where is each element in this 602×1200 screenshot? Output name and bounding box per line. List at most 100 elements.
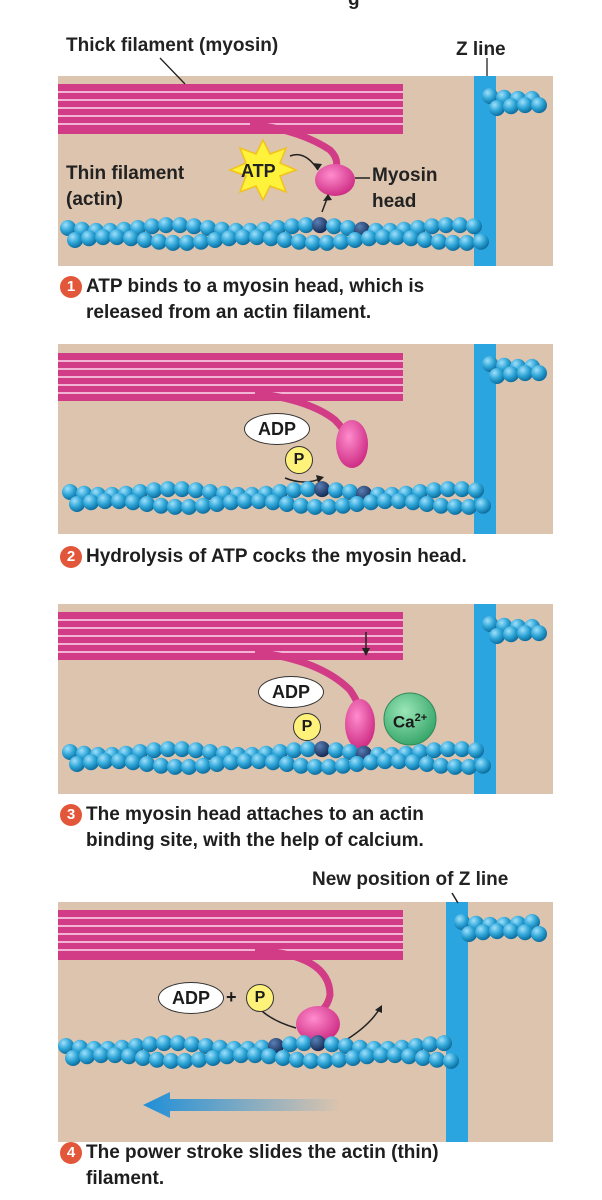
actin-bead: [109, 229, 125, 246]
myosin-head-label-line1: Myosin: [372, 165, 438, 186]
actin-bead: [247, 1047, 263, 1064]
actin-bead: [188, 742, 204, 759]
actin-bead: [342, 484, 358, 500]
actin-bead: [335, 497, 351, 514]
actin-bead: [293, 757, 309, 774]
actin-bead: [349, 496, 365, 512]
step-3-caption-line2: binding site, with the help of calcium.: [86, 830, 424, 851]
actin-bead: [251, 753, 267, 770]
actin-bead: [461, 758, 477, 775]
actin-bead: [83, 494, 99, 511]
actin-bead: [426, 742, 442, 759]
z-line-actin-beads: [454, 914, 547, 942]
actin-bead: [107, 1047, 123, 1064]
actin-bead: [289, 1051, 305, 1068]
actin-bead: [282, 1036, 298, 1053]
actin-bead: [202, 744, 218, 760]
actin-bead: [454, 914, 470, 930]
actin-bead: [275, 1050, 291, 1066]
actin-bead: [445, 234, 461, 251]
actin-bead: [111, 493, 127, 510]
actin-bead: [333, 233, 349, 250]
actin-bead: [531, 365, 547, 382]
atp-burst: [228, 138, 298, 202]
slide-direction-arrow: [143, 1092, 340, 1118]
actin-bead: [60, 220, 76, 236]
z-line-actin-beads: [482, 88, 547, 116]
adp-oval: ADP: [158, 982, 224, 1014]
myosin-head: [345, 699, 375, 749]
actin-filament: [62, 481, 491, 515]
actin-bead: [139, 756, 155, 772]
actin-bead: [221, 230, 237, 247]
actin-bead: [342, 744, 358, 760]
actin-bead: [167, 758, 183, 775]
panel-2: [58, 344, 553, 534]
actin-bead: [443, 1052, 459, 1069]
actin-bead: [237, 753, 253, 770]
myosin-head: [315, 164, 355, 196]
actin-bead: [167, 498, 183, 515]
actin-bead: [349, 756, 365, 772]
actin-bead: [249, 229, 265, 246]
z-line-actin-beads: [482, 616, 547, 644]
actin-bead: [447, 758, 463, 775]
actin-bead: [503, 98, 519, 115]
actin-bead: [125, 494, 141, 511]
actin-bead: [300, 481, 316, 498]
actin-bead: [303, 1052, 319, 1069]
actin-filament: [62, 741, 491, 775]
actin-bead: [146, 482, 162, 499]
actin-bead: [489, 100, 505, 116]
myosin-head: [296, 1006, 340, 1042]
actin-bead: [62, 744, 78, 760]
actin-bead: [179, 234, 195, 251]
step-4-badge: 4: [60, 1142, 82, 1164]
actin-bead: [429, 1051, 445, 1068]
actin-bead: [419, 756, 435, 772]
actin-bead: [436, 1035, 452, 1052]
actin-bead: [184, 1036, 200, 1053]
calcium-ion: [383, 692, 437, 746]
actin-bead: [300, 741, 316, 758]
actin-bead: [503, 366, 519, 383]
actin-bead: [489, 923, 505, 940]
actin-bead: [144, 218, 160, 235]
binding-site-bead: [314, 481, 330, 498]
actin-bead: [69, 756, 85, 772]
actin-bead: [419, 496, 435, 512]
actin-bead: [307, 758, 323, 775]
actin-bead: [235, 229, 251, 246]
binding-site-bead: [312, 217, 328, 234]
plus-sign: +: [226, 987, 237, 1007]
actin-bead: [261, 1048, 277, 1065]
actin-bead: [170, 1035, 186, 1052]
actin-bead: [321, 498, 337, 515]
z-line-label: Z line: [456, 39, 506, 60]
new-z-line-label: New position of Z line: [312, 869, 509, 890]
actin-bead: [172, 217, 188, 234]
actin-bead: [160, 481, 176, 498]
actin-bead: [284, 218, 300, 235]
actin-bead: [454, 741, 470, 758]
title-fragment: g: [348, 0, 360, 11]
actin-bead: [475, 497, 491, 514]
actin-bead: [331, 1051, 347, 1068]
actin-bead: [387, 1047, 403, 1064]
actin-bead: [69, 496, 85, 512]
actin-bead: [345, 1050, 361, 1066]
actin-bead: [193, 233, 209, 250]
actin-bead: [373, 1047, 389, 1064]
step-2-caption-line1: Hydrolysis of ATP cocks the myosin head.: [86, 546, 467, 567]
actin-bead: [111, 753, 127, 770]
actin-bead: [328, 742, 344, 759]
thick-filament-label: Thick filament (myosin): [66, 35, 279, 56]
actin-bead: [375, 229, 391, 246]
actin-bead: [468, 482, 484, 499]
actin-bead: [177, 1052, 193, 1069]
actin-bead: [307, 498, 323, 515]
actin-bead: [389, 229, 405, 246]
actin-bead: [286, 482, 302, 499]
actin-bead: [377, 753, 393, 770]
